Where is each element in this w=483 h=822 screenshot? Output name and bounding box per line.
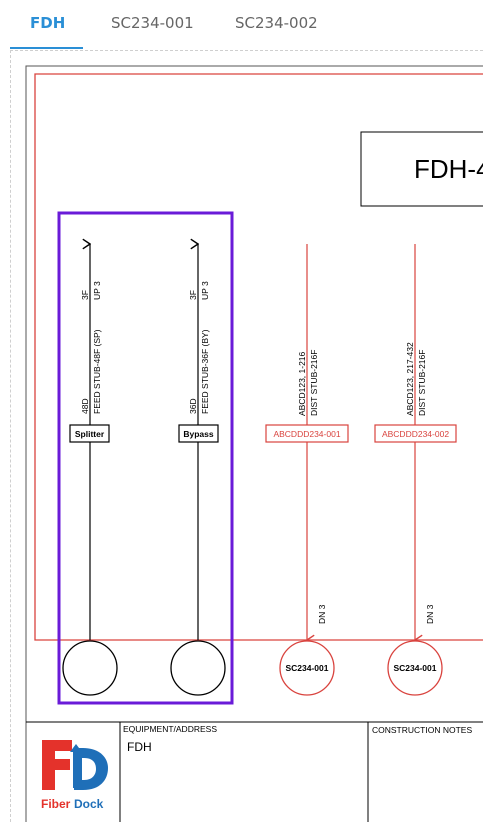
feed-stub-splitter: 3F UP 3 48D FEED STUB-48F (SP) Splitter	[62, 244, 118, 696]
title-block: EQUIPMENT/ADDRESS FDH CONSTRUCTION NOTES…	[26, 721, 483, 822]
dist-label-outer: DIST STUB-216F	[417, 350, 427, 416]
diagram-title: FDH-4	[414, 154, 483, 184]
tab-fdh[interactable]: FDH	[30, 14, 66, 32]
canvas-border-left	[10, 50, 11, 822]
dist-stub-002: ABCD123, 217-432 DIST STUB-216F ABCDDD23…	[374, 244, 457, 696]
feed-label-inner: 48D	[80, 398, 90, 414]
splitter-tag: Splitter	[75, 429, 105, 439]
tab-sc234-001[interactable]: SC234-001	[111, 14, 194, 32]
dist-tag: ABCDDD234-002	[382, 429, 449, 439]
feed-top-inner: 3F	[80, 290, 90, 300]
dist-label-outer: DIST STUB-216F	[309, 350, 319, 416]
dist-down: DN 3	[425, 604, 435, 624]
feed-node-bypass	[170, 640, 226, 696]
dist-label-inner: ABCD123, 1-216	[297, 351, 307, 416]
dist-node[interactable]	[387, 640, 443, 696]
dist-down: DN 3	[317, 604, 327, 624]
logo-dock-text: Dock	[74, 797, 104, 811]
title-box	[360, 131, 483, 207]
equipment-address-label: EQUIPMENT/ADDRESS	[123, 724, 217, 734]
feed-label-outer: FEED STUB-36F (BY)	[200, 329, 210, 414]
dist-label-inner: ABCD123, 217-432	[405, 342, 415, 416]
fdh-boundary	[34, 73, 483, 641]
feed-top-outer: UP 3	[92, 281, 102, 300]
feed-node-splitter	[62, 640, 118, 696]
construction-notes-label: CONSTRUCTION NOTES	[372, 725, 472, 735]
feed-stub-bypass: 3F UP 3 36D FEED STUB-36F (BY) Bypass	[170, 244, 226, 696]
sheet-frame	[25, 65, 483, 822]
selection-box[interactable]	[57, 211, 234, 705]
equipment-address-value: FDH	[127, 740, 152, 754]
feed-top-outer: UP 3	[200, 281, 210, 300]
canvas-border-top	[10, 50, 483, 51]
dist-node[interactable]	[279, 640, 335, 696]
bypass-tag: Bypass	[183, 429, 214, 439]
feed-label-inner: 36D	[188, 398, 198, 414]
dist-node-label: SC234-001	[393, 663, 436, 673]
feed-label-outer: FEED STUB-48F (SP)	[92, 329, 102, 414]
fiberdock-logo: Fiber Dock	[41, 740, 108, 811]
dist-stub-001: ABCD123, 1-216 DIST STUB-216F ABCDDD234-…	[265, 244, 349, 696]
logo-fiber-text: Fiber	[41, 797, 71, 811]
dist-node-label: SC234-001	[285, 663, 328, 673]
feed-top-inner: 3F	[188, 290, 198, 300]
tab-bar: FDH SC234-001 SC234-002	[0, 0, 483, 50]
active-tab-indicator	[10, 47, 83, 49]
tab-sc234-002[interactable]: SC234-002	[235, 14, 318, 32]
dist-tag: ABCDDD234-001	[273, 429, 340, 439]
